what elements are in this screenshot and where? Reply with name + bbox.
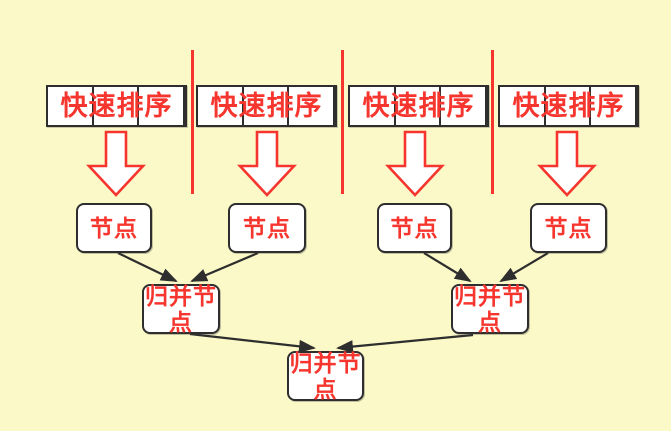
quick-sort-box-4: 快速排序 bbox=[498, 85, 639, 127]
node-box-4: 节点 bbox=[530, 203, 607, 253]
down-arrow-icon bbox=[86, 130, 146, 197]
merge-node-label: 归并节点 bbox=[289, 349, 362, 402]
connector-arrow bbox=[499, 252, 549, 283]
quick-sort-box-3: 快速排序 bbox=[348, 85, 489, 127]
array-cell bbox=[48, 87, 94, 125]
quick-sort-label: 快速排序 bbox=[60, 90, 173, 121]
connector-arrow bbox=[423, 252, 472, 283]
merge-node-box-left: 归并节点 bbox=[142, 282, 220, 335]
quick-sort-label: 快速排序 bbox=[512, 90, 625, 121]
merge-node-box-right: 归并节点 bbox=[451, 282, 529, 335]
connector-arrow bbox=[190, 251, 259, 283]
separator-line bbox=[341, 50, 344, 194]
node-box-2: 节点 bbox=[228, 203, 306, 253]
down-arrow-icon bbox=[237, 130, 297, 197]
array-cell bbox=[500, 87, 546, 125]
merge-node-label: 归并节点 bbox=[454, 282, 526, 335]
array-cell bbox=[546, 87, 592, 125]
node-box-1: 节点 bbox=[76, 203, 152, 253]
array-cell bbox=[591, 87, 638, 125]
connector-arrow bbox=[189, 332, 316, 353]
down-arrow-icon bbox=[385, 130, 445, 197]
node-label: 节点 bbox=[243, 214, 291, 241]
root-merge-node-box: 归并节点 bbox=[287, 349, 364, 402]
quick-sort-label: 快速排序 bbox=[210, 90, 323, 121]
node-box-3: 节点 bbox=[377, 203, 452, 253]
down-arrow-icon bbox=[537, 130, 597, 197]
quick-sort-box-2: 快速排序 bbox=[196, 85, 337, 127]
separator-line bbox=[191, 50, 194, 194]
node-label: 节点 bbox=[390, 214, 439, 241]
merge-node-label: 归并节点 bbox=[145, 282, 217, 335]
node-label: 节点 bbox=[544, 214, 593, 241]
array-cell bbox=[441, 87, 488, 125]
array-cell bbox=[139, 87, 186, 125]
array-cell bbox=[94, 87, 140, 125]
quick-sort-label: 快速排序 bbox=[362, 90, 475, 121]
quick-sort-box-1: 快速排序 bbox=[46, 85, 187, 127]
array-cell bbox=[244, 87, 290, 125]
array-cell bbox=[396, 87, 442, 125]
array-cell bbox=[350, 87, 396, 125]
array-cell bbox=[198, 87, 244, 125]
connector-arrow bbox=[117, 252, 178, 282]
node-label: 节点 bbox=[90, 214, 138, 241]
array-cell bbox=[289, 87, 336, 125]
separator-line bbox=[491, 50, 494, 194]
connector-arrow bbox=[336, 333, 474, 354]
